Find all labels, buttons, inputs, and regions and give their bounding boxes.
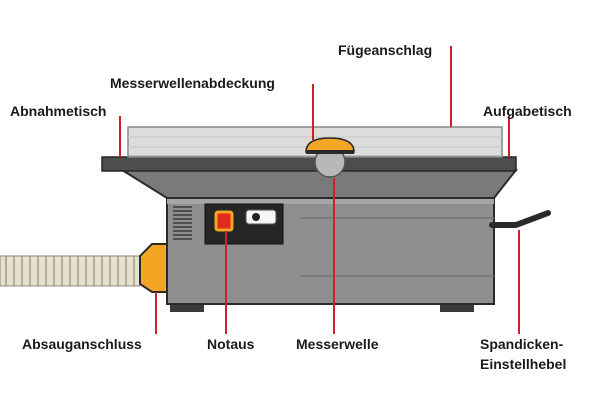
- on-off-switch: [245, 209, 277, 225]
- label-extraction-port: Absauganschluss: [22, 336, 142, 352]
- label-cutter-shaft: Messerwelle: [296, 336, 379, 352]
- label-emergency-stop: Notaus: [207, 336, 255, 352]
- label-cutter-guard: Messerwellenabdeckung: [110, 75, 275, 91]
- extraction-port: [139, 243, 168, 293]
- label-depth-lever-line2: Einstellhebel: [480, 356, 567, 372]
- emergency-stop: [214, 210, 234, 232]
- cutter-guard: [305, 137, 355, 153]
- label-outfeed-table: Abnahmetisch: [10, 103, 107, 119]
- depth-lever: [489, 210, 551, 228]
- upper-housing: [118, 169, 519, 199]
- label-depth-lever-line1: Spandicken-: [480, 336, 564, 352]
- table-top: [101, 156, 517, 172]
- right-foot: [440, 302, 474, 312]
- left-foot: [170, 302, 204, 312]
- extraction-hose: [0, 255, 141, 287]
- leader-lines: [119, 46, 520, 334]
- label-infeed-table: Aufgabetisch: [483, 103, 572, 119]
- vent-grille: [173, 206, 192, 240]
- label-fence: Fügeanschlag: [338, 42, 433, 58]
